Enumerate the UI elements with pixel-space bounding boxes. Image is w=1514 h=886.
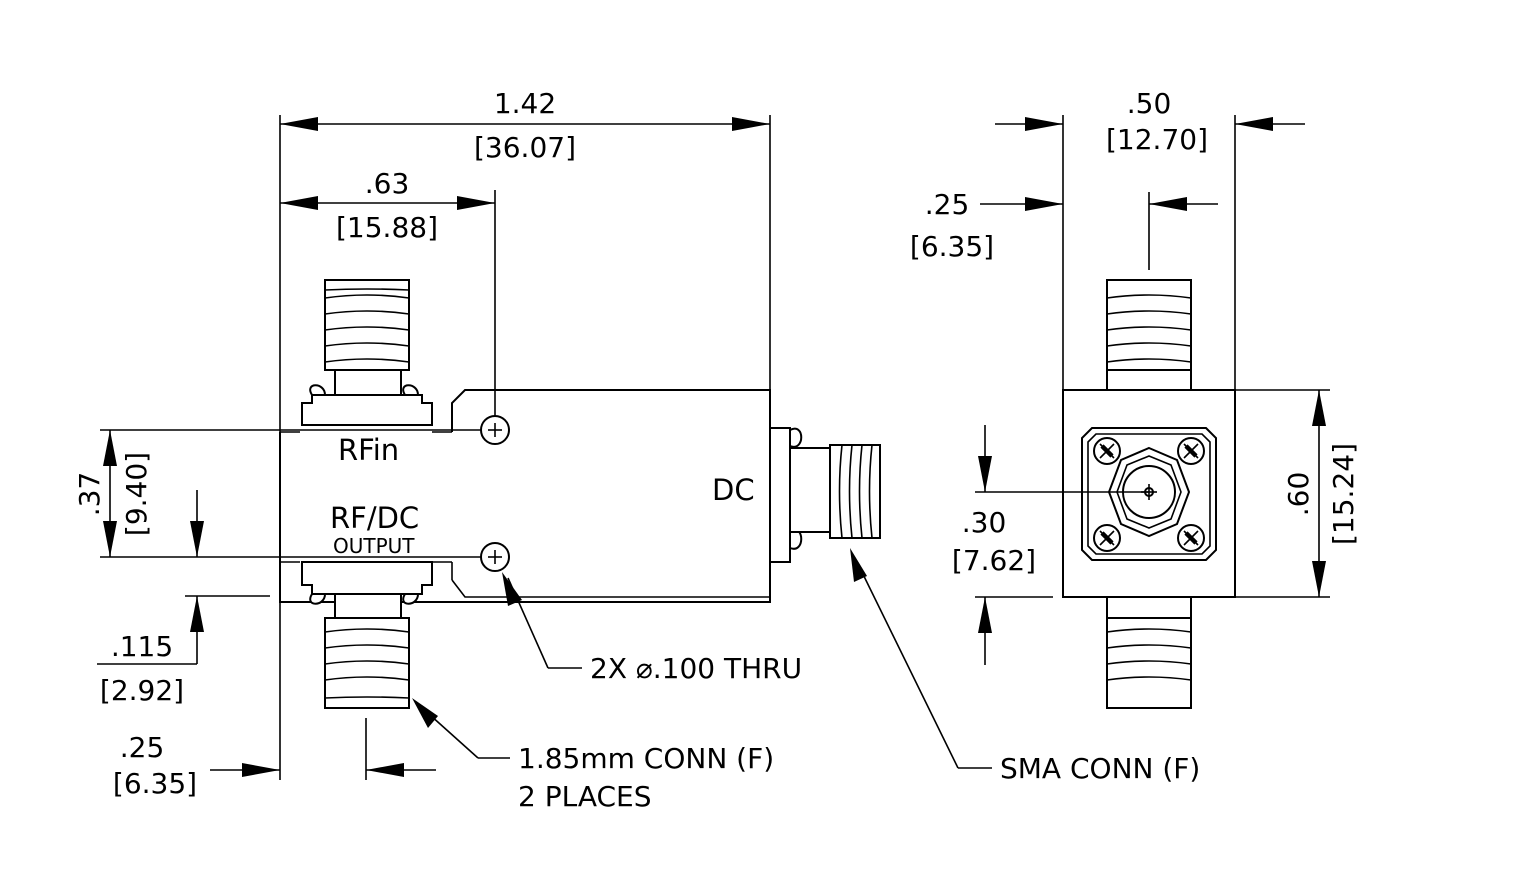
dim-body-height-rf: .37 [9.40] (73, 429, 481, 558)
dim-end-width: .50 [12.70] (995, 87, 1305, 390)
callout-sma-text: SMA CONN (F) (1000, 752, 1200, 785)
dim-rf-port-offset-in: .63 (365, 167, 410, 200)
dim-left-conn-offset-in: .25 (120, 731, 165, 764)
bottom-185mm-connector (301, 561, 433, 709)
mounting-hole-top (480, 415, 510, 445)
dim-overall-length: 1.42 [36.07] (279, 87, 771, 780)
dim-end-conn-offset-mm: [6.35] (910, 230, 994, 263)
dim-end-width-mm: [12.70] (1106, 123, 1208, 156)
dim-end-height-mm: [15.24] (1327, 443, 1360, 545)
end-view-top-connector (1106, 279, 1192, 391)
rf-dc-label: RF/DC (330, 501, 419, 535)
dim-end-height-in: .60 (1282, 472, 1315, 517)
dim-overall-length-mm: [36.07] (474, 131, 576, 164)
mounting-hole-bottom (480, 542, 510, 572)
end-view-bottom-connector (1106, 596, 1192, 709)
dim-rf-port-offset-mm: [15.88] (336, 211, 438, 244)
dim-body-height-rf-mm: [9.40] (120, 452, 153, 536)
dim-output-offset-mm: [2.92] (100, 674, 184, 707)
dim-end-conn-offset: .25 [6.35] (910, 188, 1218, 270)
rf-in-label: RFin (338, 433, 399, 467)
top-185mm-connector (301, 279, 433, 426)
dc-label: DC (712, 473, 755, 507)
output-label: OUTPUT (333, 534, 415, 558)
screw-top-left (1093, 437, 1121, 465)
callout-185mm-line2: 2 PLACES (518, 780, 652, 813)
dim-left-conn-offset-mm: [6.35] (113, 767, 197, 800)
dim-output-offset-in: .115 (111, 630, 173, 663)
dim-left-conn-offset: .25 [6.35] (113, 718, 436, 800)
screw-bottom-right (1177, 524, 1205, 552)
screw-bottom-left (1093, 524, 1121, 552)
callout-holes-text: 2X ⌀.100 THRU (590, 652, 802, 685)
screw-top-right (1177, 437, 1205, 465)
dim-rf-port-offset: .63 [15.88] (280, 167, 496, 416)
dim-body-height-rf-in: .37 (73, 472, 106, 517)
callout-185mm-conn: 1.85mm CONN (F) 2 PLACES (412, 698, 774, 813)
dim-overall-length-in: 1.42 (494, 87, 556, 120)
dim-output-offset: .115 [2.92] (97, 490, 270, 707)
dim-end-height: .60 [15.24] (1235, 389, 1360, 598)
dim-end-width-in: .50 (1127, 87, 1172, 120)
dim-end-conn-offset-in: .25 (925, 188, 970, 221)
right-sma-connector (769, 427, 881, 563)
dim-end-center-height: .30 [7.62] (952, 425, 1149, 665)
dim-end-center-height-mm: [7.62] (952, 544, 1036, 577)
callout-holes: 2X ⌀.100 THRU (502, 572, 802, 685)
dim-end-center-height-in: .30 (962, 506, 1007, 539)
callout-185mm-line1: 1.85mm CONN (F) (518, 742, 774, 775)
callout-sma-conn: SMA CONN (F) (850, 548, 1200, 785)
